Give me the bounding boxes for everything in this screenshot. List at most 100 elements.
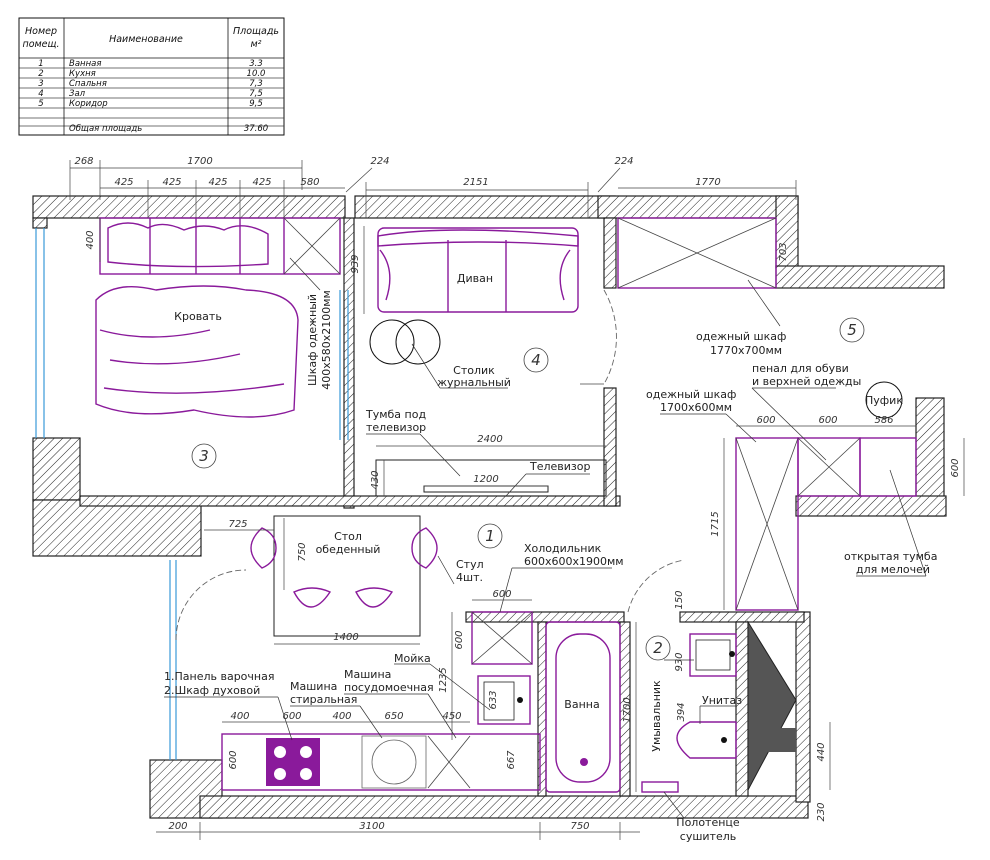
svg-text:4: 4 bbox=[38, 89, 43, 99]
svg-text:Кухня: Кухня bbox=[69, 69, 96, 79]
towel-dryer bbox=[641, 781, 679, 793]
svg-text:200: 200 bbox=[168, 821, 187, 832]
svg-text:939: 939 bbox=[350, 254, 361, 273]
svg-text:425: 425 bbox=[114, 177, 133, 188]
svg-text:Зал: Зал bbox=[69, 89, 86, 99]
svg-text:1715: 1715 bbox=[710, 511, 721, 536]
svg-text:425: 425 bbox=[162, 177, 181, 188]
svg-text:150: 150 bbox=[674, 590, 685, 609]
pouf-label: Пуфик bbox=[865, 394, 903, 407]
svg-text:600: 600 bbox=[492, 589, 511, 600]
table-row: 4 Зал 7,5 bbox=[38, 89, 262, 99]
wardrobe-1770 bbox=[617, 217, 777, 289]
svg-text:425: 425 bbox=[208, 177, 227, 188]
svg-text:7,5: 7,5 bbox=[249, 89, 263, 99]
svg-text:2151: 2151 bbox=[463, 177, 488, 188]
tv-stand bbox=[375, 459, 607, 497]
chair bbox=[355, 587, 394, 608]
table-label-1: Стол bbox=[334, 530, 362, 543]
coffee-table-label-2: журнальный bbox=[437, 376, 511, 389]
chair bbox=[250, 527, 277, 569]
svg-text:Спальня: Спальня bbox=[69, 79, 107, 89]
wardrobe-1700-label-1: одежный шкаф bbox=[646, 388, 736, 401]
svg-text:Общая площадь: Общая площадь bbox=[69, 124, 142, 134]
tv bbox=[423, 485, 549, 493]
svg-text:Ванная: Ванная bbox=[69, 59, 101, 69]
table-header-area: Площадь bbox=[233, 26, 279, 37]
sink bbox=[477, 675, 531, 725]
coffee-table-1 bbox=[369, 319, 415, 365]
svg-text:2: 2 bbox=[38, 69, 43, 79]
svg-text:1400: 1400 bbox=[333, 632, 358, 643]
open-stand-label-1: открытая тумба bbox=[844, 550, 937, 563]
table-row: 3 Спальня 7,3 bbox=[38, 79, 262, 89]
fridge-label-1: Холодильник bbox=[524, 542, 602, 555]
table-header-num: Номер bbox=[25, 26, 57, 37]
svg-text:3100: 3100 bbox=[359, 821, 384, 832]
shoe-cab-label-1: пенал для обуви bbox=[752, 362, 849, 375]
room-number-4: 4 bbox=[531, 351, 541, 369]
living-room: Диван Столик журнальный Тумба под телеви… bbox=[365, 227, 607, 497]
svg-text:Коридор: Коридор bbox=[69, 99, 108, 109]
bed-label: Кровать bbox=[174, 310, 222, 323]
pouf bbox=[865, 381, 903, 419]
svg-text:450: 450 bbox=[442, 711, 461, 722]
svg-text:600: 600 bbox=[282, 711, 301, 722]
room-numbers: 1 2 3 4 5 bbox=[191, 317, 865, 661]
towel-label-2: сушитель bbox=[680, 830, 736, 843]
svg-text:224: 224 bbox=[370, 156, 389, 167]
table-row-total: Общая площадь 37.60 bbox=[69, 124, 268, 134]
svg-text:3: 3 bbox=[38, 79, 43, 89]
svg-text:600: 600 bbox=[228, 750, 239, 769]
pillows bbox=[107, 222, 269, 268]
bed-blanket bbox=[95, 285, 299, 418]
tv-stand-label-2: телевизор bbox=[366, 421, 426, 434]
tv-label: Телевизор bbox=[529, 460, 590, 473]
sofa-label: Диван bbox=[457, 272, 493, 285]
toilet bbox=[676, 721, 737, 759]
bedroom: Кровать Шкаф одежный 400х580х2100мм bbox=[95, 217, 341, 418]
wardrobe-1700 bbox=[735, 437, 799, 611]
svg-text:1770: 1770 bbox=[695, 177, 720, 188]
svg-text:9,5: 9,5 bbox=[249, 99, 263, 109]
svg-text:725: 725 bbox=[228, 519, 247, 530]
sofa bbox=[377, 227, 579, 313]
table-row: 5 Коридор 9,5 bbox=[38, 99, 262, 109]
svg-text:1235: 1235 bbox=[438, 667, 449, 692]
hob-label-2: 2.Шкаф духовой bbox=[164, 684, 260, 697]
table-header-num-2: помещ. bbox=[22, 39, 59, 50]
svg-text:10.0: 10.0 bbox=[247, 69, 266, 79]
table-row: 2 Кухня 10.0 bbox=[38, 69, 265, 79]
wardrobe-bed-label-2: 400х580х2100мм bbox=[320, 290, 333, 390]
svg-text:580: 580 bbox=[300, 177, 319, 188]
table-row: 1 Ванная 3.3 bbox=[38, 59, 262, 69]
drain-icon bbox=[580, 758, 588, 766]
kitchen-counter bbox=[221, 733, 541, 791]
fridge bbox=[471, 611, 533, 665]
svg-text:750: 750 bbox=[570, 821, 589, 832]
svg-text:2400: 2400 bbox=[477, 434, 502, 445]
bathtub bbox=[545, 621, 621, 793]
coffee-table-2 bbox=[395, 319, 441, 365]
windows bbox=[35, 228, 349, 760]
svg-text:750: 750 bbox=[297, 542, 308, 561]
table-header-name: Наименование bbox=[109, 34, 183, 45]
sink-label: Мойка bbox=[394, 652, 431, 665]
kitchen: Стол обеденный Стул 4шт. Холодильник 600… bbox=[164, 515, 624, 791]
svg-text:1: 1 bbox=[38, 59, 43, 69]
svg-text:1700: 1700 bbox=[187, 156, 212, 167]
washer bbox=[371, 739, 417, 785]
svg-text:440: 440 bbox=[816, 742, 827, 761]
walls bbox=[32, 195, 947, 819]
corridor: одежный шкаф 1770х700мм Пуфик пенал для … bbox=[617, 217, 937, 611]
room-number-3: 3 bbox=[199, 447, 209, 465]
fridge-label-2: 600х600х1900мм bbox=[524, 555, 624, 568]
chair bbox=[411, 527, 438, 569]
svg-text:1200: 1200 bbox=[473, 474, 498, 485]
bathroom: Ванна Умывальник Унитаз Полотенце сушите… bbox=[545, 621, 742, 843]
washer-label-1: Машина bbox=[290, 680, 337, 693]
dishwasher-label-2: посудомоечная bbox=[344, 681, 434, 694]
faucet-icon bbox=[517, 697, 523, 703]
chair-label-2: 4шт. bbox=[456, 571, 483, 584]
